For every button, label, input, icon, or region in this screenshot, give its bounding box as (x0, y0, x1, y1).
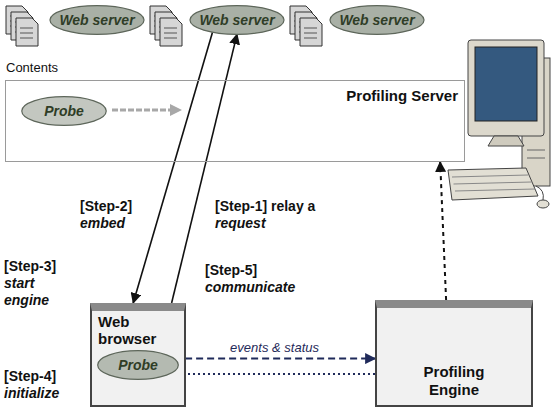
tower-slot (527, 158, 545, 159)
key-row (454, 182, 532, 184)
gray-arrow-line (112, 109, 172, 112)
mouse (537, 200, 549, 208)
connector (170, 373, 375, 375)
computer (448, 40, 550, 208)
node-label: Probe (118, 357, 158, 373)
gray-arrow-head (170, 104, 182, 116)
ellipse-shape (190, 6, 284, 35)
probe: Probe (20, 95, 108, 127)
monitor-stand (488, 136, 524, 146)
web-server: Web server (48, 4, 146, 36)
web-browser-window: Web browserProbe (90, 303, 186, 407)
ellipse-shape (330, 6, 424, 35)
page-line (164, 38, 177, 39)
contents-label: Contents (6, 60, 58, 75)
node-label: Web browser (92, 311, 176, 350)
page-line (20, 28, 33, 29)
profiling-engine-window: Profiling Engine (375, 300, 533, 407)
tower-slot (527, 150, 545, 151)
step-label: [Step-5] communicate (205, 262, 317, 296)
keyboard (448, 168, 538, 200)
web-server: Web server (328, 4, 426, 36)
step-label: [Step-2] embed (80, 198, 144, 232)
page-line (304, 38, 317, 39)
ellipse-shape (50, 6, 144, 35)
connector (174, 358, 375, 360)
step-label: [Step-4] initialize (4, 368, 86, 402)
page-line (20, 33, 33, 34)
page-line (304, 28, 317, 29)
node-label: Web server (199, 12, 274, 28)
connector (440, 162, 446, 300)
connector (133, 32, 212, 303)
node-label: Profiling Engine (408, 363, 500, 405)
ellipse-shape (22, 97, 106, 126)
step-label: [Step-3] start engine (4, 258, 68, 308)
key-row (455, 189, 535, 191)
keyboard-keys (452, 175, 535, 191)
probe: Probe (96, 349, 180, 381)
content-pages (6, 6, 322, 46)
web-server: Web server (188, 4, 286, 36)
node-label: Profiling Server (346, 87, 458, 104)
mouse-cable (536, 186, 543, 200)
node-label: Web server (339, 12, 414, 28)
monitor (468, 40, 544, 136)
screen (475, 47, 537, 121)
step-label: [Step-1] relay a request (215, 198, 339, 232)
page-line (164, 28, 177, 29)
node-label: Web server (59, 12, 134, 28)
profiling-server-band: Profiling ServerProbe (5, 80, 465, 162)
page-icon (160, 18, 182, 46)
probe-embed-arrow (112, 104, 182, 116)
page-icon (300, 18, 322, 46)
ellipse-shape (98, 351, 179, 380)
page-line (164, 33, 177, 34)
edge-label: events & status (228, 340, 321, 355)
page-icon (16, 18, 38, 46)
page-line (20, 38, 33, 39)
node-label: Probe (44, 103, 84, 119)
page-line (304, 33, 317, 34)
key-row (452, 175, 528, 177)
